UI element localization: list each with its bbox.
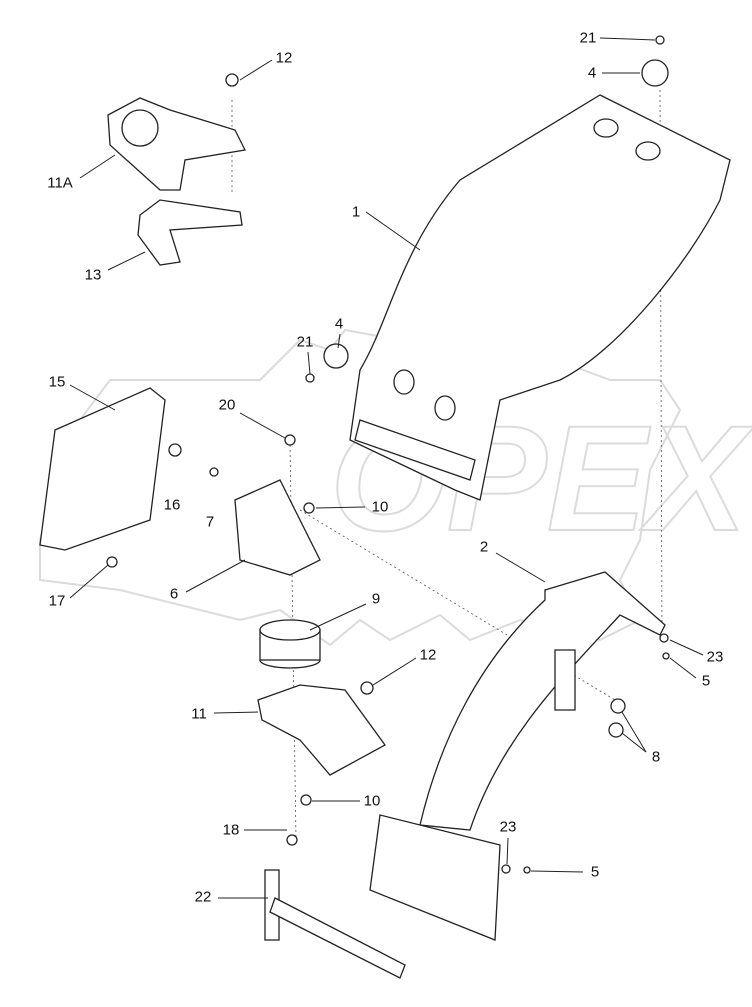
callout-11: 11	[191, 705, 207, 723]
callout-12: 12	[419, 646, 437, 664]
callout-4: 4	[334, 315, 344, 333]
callout-23: 23	[499, 818, 517, 836]
callout-20: 20	[218, 396, 236, 414]
callout-4: 4	[587, 64, 597, 82]
callout-8: 8	[651, 748, 661, 766]
callout-23: 23	[706, 648, 724, 666]
callout-5: 5	[701, 672, 711, 690]
callout-13: 13	[84, 266, 102, 284]
part-11a-plate	[107, 97, 246, 191]
callout-9: 9	[371, 590, 381, 608]
callout-16: 16	[163, 496, 181, 514]
part-9-mount	[259, 619, 321, 669]
callout-10: 10	[363, 792, 381, 810]
part-1-fender	[349, 94, 731, 501]
part-15-plate	[39, 387, 166, 551]
hardware	[106, 35, 670, 874]
callout-21: 21	[296, 333, 314, 351]
callout-22: 22	[194, 888, 212, 906]
callout-15: 15	[48, 373, 66, 391]
callout-18: 18	[222, 821, 240, 839]
part-13-plate	[137, 199, 243, 266]
part-2-bracket	[369, 571, 666, 941]
part-22-handle	[264, 869, 406, 979]
callout-12: 12	[275, 49, 293, 67]
callout-7: 7	[205, 513, 215, 531]
part-11-plate	[257, 684, 386, 776]
callout-17: 17	[48, 592, 66, 610]
callout-21: 21	[579, 29, 597, 47]
callout-10: 10	[371, 498, 389, 516]
leader-lines	[69, 37, 704, 899]
callout-11a: 11A	[47, 174, 73, 192]
callout-6: 6	[169, 585, 179, 603]
callout-1: 1	[351, 203, 361, 221]
part-6-bracket	[234, 479, 321, 576]
callout-2: 2	[479, 538, 489, 556]
callout-5: 5	[590, 863, 600, 881]
